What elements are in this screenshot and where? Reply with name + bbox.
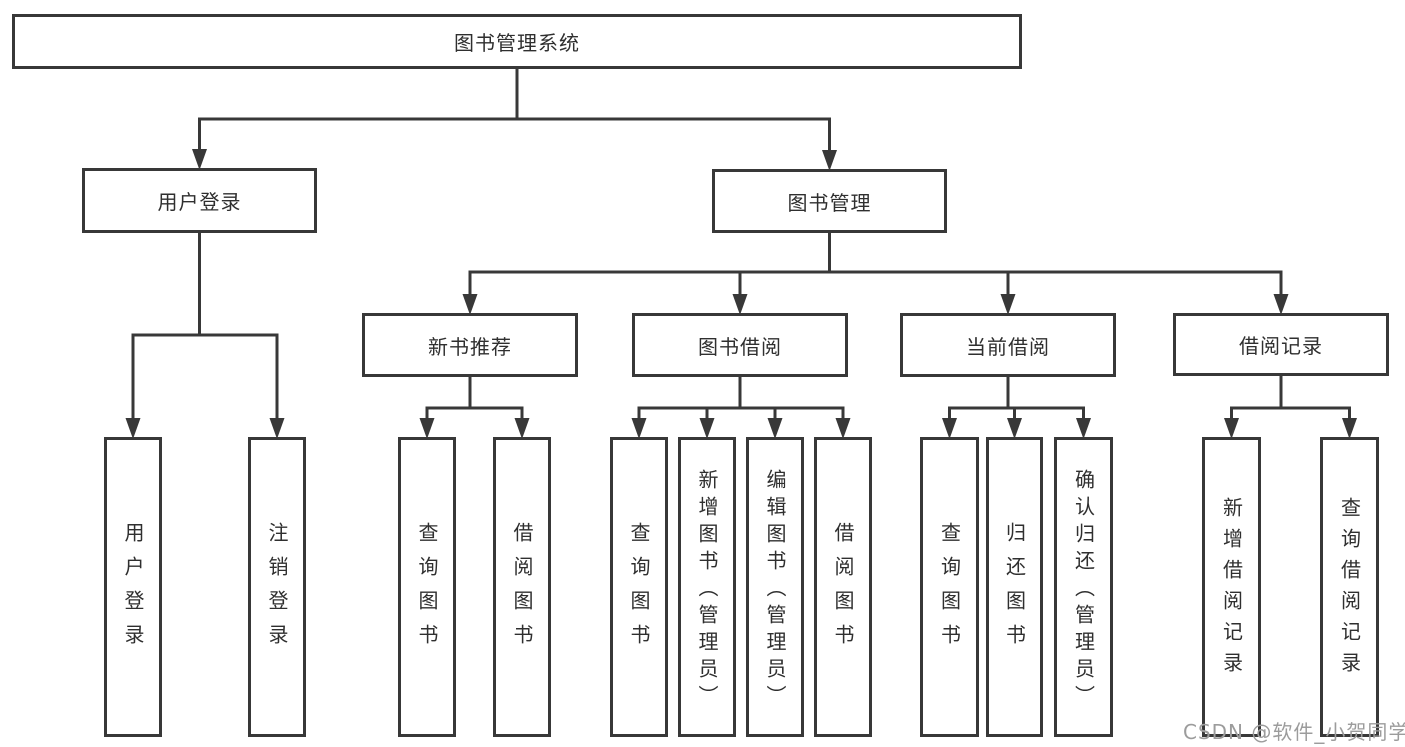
leaf-query-books-borrowing: 查询图书	[610, 437, 668, 737]
node-new-book-recommendation: 新书推荐	[362, 313, 578, 377]
leaf-return-books: 归还图书	[986, 437, 1043, 737]
leaf-edit-books-admin: 编辑图书（管理员）	[746, 437, 804, 737]
leaf-query-books-current: 查询图书	[920, 437, 979, 737]
leaf-borrow-books-recommendation: 借阅图书	[493, 437, 551, 737]
node-user-login: 用户登录	[82, 168, 317, 233]
node-book-borrowing: 图书借阅	[632, 313, 848, 377]
leaf-confirm-return-admin: 确认归还（管理员）	[1054, 437, 1113, 737]
leaf-add-books-admin: 新增图书（管理员）	[678, 437, 736, 737]
leaf-borrow-books: 借阅图书	[814, 437, 872, 737]
node-current-borrowing: 当前借阅	[900, 313, 1116, 377]
csdn-watermark: CSDN @软件_小贺同学	[1183, 720, 1405, 744]
node-borrowing-records: 借阅记录	[1173, 313, 1389, 376]
leaf-user-login: 用户登录	[104, 437, 162, 737]
leaf-add-borrowing-record: 新增借阅记录	[1202, 437, 1261, 737]
leaf-logout: 注销登录	[248, 437, 306, 737]
node-library-management-system: 图书管理系统	[12, 14, 1022, 69]
leaf-query-borrowing-record: 查询借阅记录	[1320, 437, 1379, 737]
leaf-query-books-recommendation: 查询图书	[398, 437, 456, 737]
node-book-management: 图书管理	[712, 169, 947, 233]
